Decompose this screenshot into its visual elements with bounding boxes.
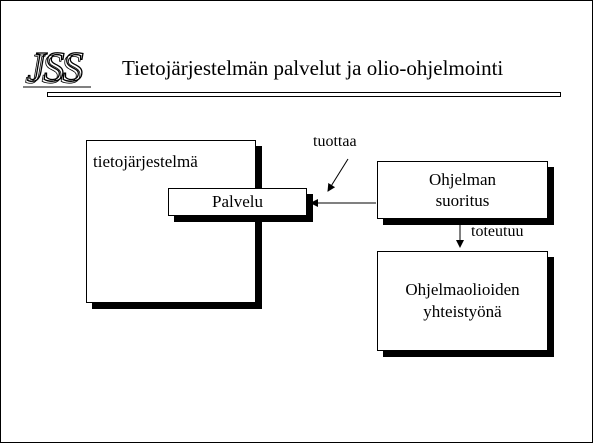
program-execution-box: Ohjelman suoritus	[377, 161, 548, 219]
information-system-box: tietojärjestelmä	[86, 140, 256, 303]
slide-title: Tietojärjestelmän palvelut ja olio-ohjel…	[122, 56, 504, 80]
object-collaboration-label-line1: Ohjelmaolioiden	[405, 280, 520, 299]
service-label: Palvelu	[212, 192, 263, 211]
service-box: Palvelu	[168, 188, 307, 216]
produces-pointer-arrow	[327, 158, 349, 192]
svg-text:JSS: JSS	[25, 47, 82, 91]
realized-label: toteutuu	[471, 223, 524, 240]
svg-text:JSS: JSS	[27, 45, 84, 91]
program-execution-label-line1: Ohjelman	[428, 170, 497, 189]
title-underline-bar	[47, 92, 561, 97]
object-collaboration-label-line2: yhteistyönä	[423, 302, 502, 321]
information-system-label: tietojärjestelmä	[93, 152, 198, 171]
program-execution-label-line2: suoritus	[435, 191, 490, 210]
object-collaboration-box: Ohjelmaolioiden yhteistyönä	[377, 251, 548, 351]
jss-logo: JSS JSS	[23, 44, 91, 91]
produces-label: tuottaa	[313, 133, 357, 150]
